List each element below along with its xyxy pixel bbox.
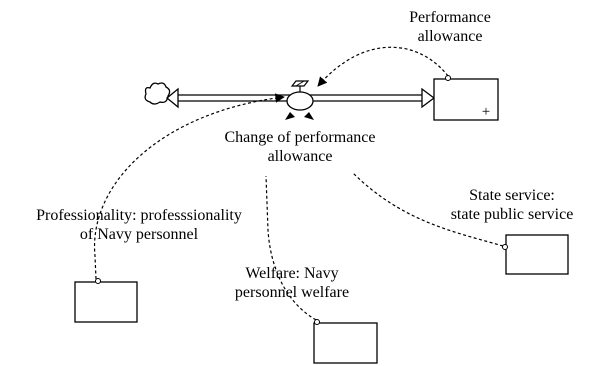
welfare-box bbox=[313, 319, 378, 364]
valve-input-arrowheads-icon bbox=[285, 112, 314, 120]
welfare-label-line2: personnel welfare bbox=[234, 284, 350, 301]
flow-arrow-left-icon bbox=[165, 87, 179, 109]
stock-label: Performance allowance bbox=[390, 8, 510, 46]
professionality-label: Professionality: professsionality of Nav… bbox=[8, 206, 270, 244]
flow-label: Change of performance allowance bbox=[210, 128, 390, 166]
cloud-source-icon bbox=[144, 82, 171, 105]
link-state-service-to-flow bbox=[351, 171, 504, 247]
stock-label-line2: allowance bbox=[417, 28, 483, 45]
state-service-label-line2: state public service bbox=[450, 206, 574, 223]
state-service-label: State service: state public service bbox=[432, 186, 592, 224]
stock-plus-sign: + bbox=[482, 104, 490, 120]
state-service-box bbox=[502, 234, 569, 275]
link-welfare-to-flow bbox=[265, 175, 317, 321]
welfare-label-line1: Welfare: Navy bbox=[245, 265, 339, 282]
flow-valve-icon bbox=[286, 80, 314, 111]
flow-label-line1: Change of performance bbox=[224, 129, 376, 146]
stock-box bbox=[433, 75, 499, 121]
professionality-box bbox=[74, 278, 138, 323]
link-stock-to-flow bbox=[317, 46, 449, 87]
state-service-label-line1: State service: bbox=[469, 187, 555, 204]
flow-arrow-right-icon bbox=[421, 87, 436, 109]
stock-label-line1: Performance bbox=[409, 9, 491, 26]
professionality-label-line1: Professionality: professsionality bbox=[36, 207, 242, 224]
welfare-label: Welfare: Navy personnel welfare bbox=[222, 264, 362, 302]
flow-label-line2: allowance bbox=[267, 148, 333, 165]
professionality-label-line2: of Navy personnel bbox=[79, 226, 199, 243]
link-professionality-to-flow bbox=[93, 93, 285, 280]
